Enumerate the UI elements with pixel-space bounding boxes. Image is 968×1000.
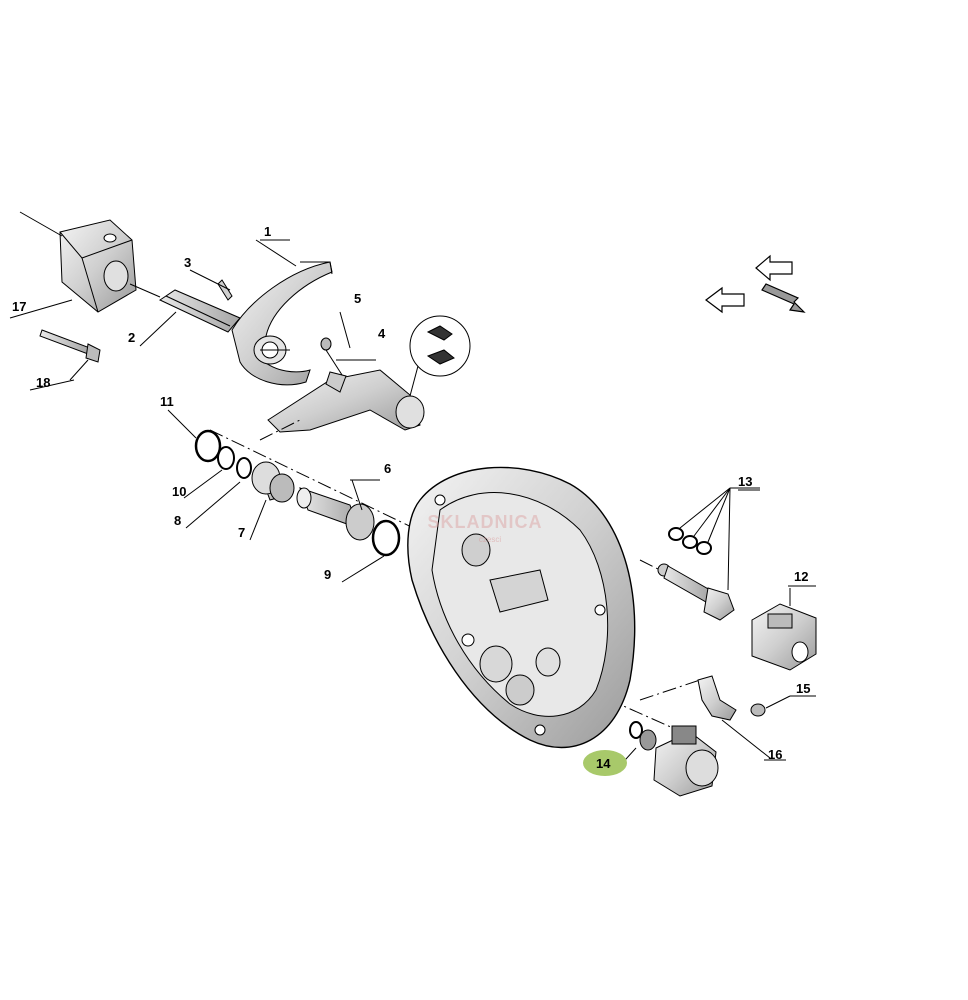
part-5-screw — [320, 337, 345, 379]
part-16-bracket — [697, 675, 771, 759]
callout-13: 13 — [738, 474, 753, 489]
part-11-circlip — [194, 429, 222, 463]
callout-15: 15 — [796, 681, 811, 696]
leader-lines — [9, 239, 816, 761]
callout-9: 9 — [324, 567, 332, 582]
callout-10: 10 — [172, 484, 187, 499]
part-3-pin — [217, 279, 233, 301]
watermark-subtext: czesci — [478, 535, 502, 544]
part-12-connector — [751, 588, 817, 671]
part-13-orings-bolt — [657, 487, 760, 621]
callout-18: 18 — [36, 375, 51, 390]
part-17-block — [19, 211, 137, 313]
part-18-bolt — [39, 329, 101, 381]
part-15-screw — [750, 695, 791, 717]
highlight-14 — [583, 750, 627, 776]
callout-1: 1 — [264, 224, 272, 239]
watermark: SKLADNICA — [427, 512, 543, 532]
housing — [407, 466, 636, 749]
part-2-shaft — [129, 283, 241, 333]
callout-11: 11 — [160, 394, 174, 409]
callout-3: 3 — [184, 255, 192, 270]
callout-6: 6 — [384, 461, 392, 476]
part-8-ring — [236, 457, 252, 479]
callout-16: 16 — [768, 747, 783, 762]
part-4-selector — [267, 315, 471, 433]
part-14-solenoid — [615, 721, 719, 797]
part-10-ring — [217, 446, 235, 470]
callout-4: 4 — [378, 326, 386, 341]
callout-14: 14 — [596, 756, 611, 771]
callout-7: 7 — [238, 525, 246, 540]
callout-17: 17 — [12, 299, 27, 314]
callout-5: 5 — [354, 291, 362, 306]
direction-arrows-icon — [705, 254, 806, 314]
part-9-circlip — [371, 519, 401, 557]
part-1-fork — [231, 261, 333, 386]
part-6-piston — [296, 487, 375, 541]
callout-2: 2 — [128, 330, 136, 345]
callout-12: 12 — [794, 569, 809, 584]
callout-8: 8 — [174, 513, 182, 528]
part-7-bushing — [251, 461, 295, 503]
